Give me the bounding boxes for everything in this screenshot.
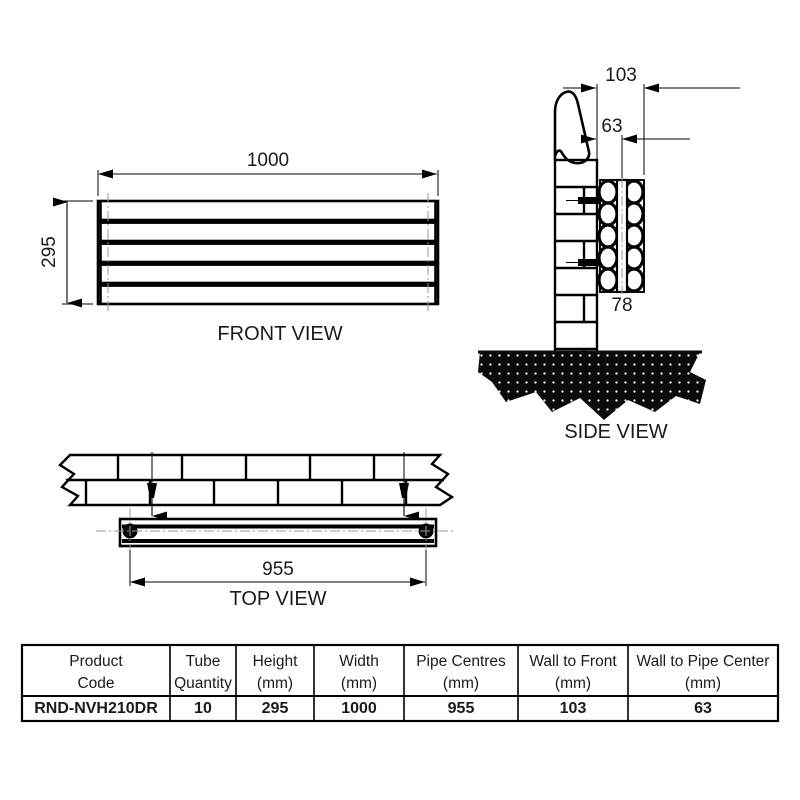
top-view-label: TOP VIEW	[229, 588, 326, 610]
side-view-tube-depth-value: 78	[611, 295, 632, 316]
header-tube-quantity-line2: Quantity	[174, 675, 232, 692]
top-view-pipe-centres-dimension: 955	[129, 550, 427, 587]
side-view-wall-to-front-dimension: 103	[563, 65, 740, 175]
top-view: 955 TOP VIEW	[58, 452, 456, 610]
side-view-label: SIDE VIEW	[564, 421, 667, 443]
cell-wall-to-front: 103	[560, 700, 587, 717]
wall-torn-top	[553, 90, 591, 165]
cell-tube-quantity: 10	[194, 700, 212, 717]
front-view-label: FRONT VIEW	[217, 323, 342, 345]
side-view-wall-to-front-value: 103	[605, 65, 637, 86]
side-view: 78 103 63 SIDE VIEW	[478, 65, 740, 443]
top-view-pipe-centres-value: 955	[262, 559, 294, 580]
front-view-height-dimension: 295	[39, 197, 93, 308]
header-wall-to-front-line2: (mm)	[555, 675, 591, 692]
side-view-wall-to-pipe-value: 63	[601, 116, 622, 137]
side-view-tube-column-rear	[597, 179, 619, 293]
front-view-width-dimension: 1000	[97, 150, 439, 196]
header-width-line1: Width	[339, 653, 379, 670]
header-height-line2: (mm)	[257, 675, 293, 692]
front-view-width-value: 1000	[247, 150, 289, 171]
front-view: 1000 295 FRONT VIEW	[39, 150, 440, 345]
spec-table-row: RND-NVH210DR 10 295 1000 955 103 63	[34, 700, 712, 717]
header-product-code-line1: Product	[69, 653, 123, 670]
header-product-code-line2: Code	[77, 675, 114, 692]
front-view-radiator	[96, 199, 440, 306]
side-view-wall-to-pipe-dimension: 63	[581, 116, 690, 178]
cell-wall-to-pipe-center: 63	[694, 700, 712, 717]
header-tube-quantity-line1: Tube	[186, 653, 221, 670]
spec-table-header-row: Product Code Tube Quantity Height (mm) W…	[69, 653, 769, 692]
side-view-wall-brackets	[566, 197, 600, 266]
cell-height: 295	[262, 700, 289, 717]
header-wall-to-pipe-center-line2: (mm)	[685, 675, 721, 692]
header-width-line2: (mm)	[341, 675, 377, 692]
header-pipe-centres-line1: Pipe Centres	[416, 653, 506, 670]
top-view-radiator	[96, 517, 456, 548]
spec-table: Product Code Tube Quantity Height (mm) W…	[20, 643, 780, 723]
front-view-height-value: 295	[39, 236, 60, 268]
cell-product-code: RND-NVH210DR	[34, 700, 158, 717]
header-pipe-centres-line2: (mm)	[443, 675, 479, 692]
header-wall-to-pipe-center-line1: Wall to Pipe Center	[637, 653, 770, 670]
side-view-tube-block	[597, 178, 645, 294]
header-wall-to-front-line1: Wall to Front	[529, 653, 617, 670]
top-view-brackets	[147, 452, 419, 521]
top-view-wall	[58, 453, 455, 507]
header-height-line1: Height	[253, 653, 298, 670]
side-view-ground	[478, 352, 706, 420]
cell-width: 1000	[341, 700, 377, 717]
cell-pipe-centres: 955	[448, 700, 475, 717]
